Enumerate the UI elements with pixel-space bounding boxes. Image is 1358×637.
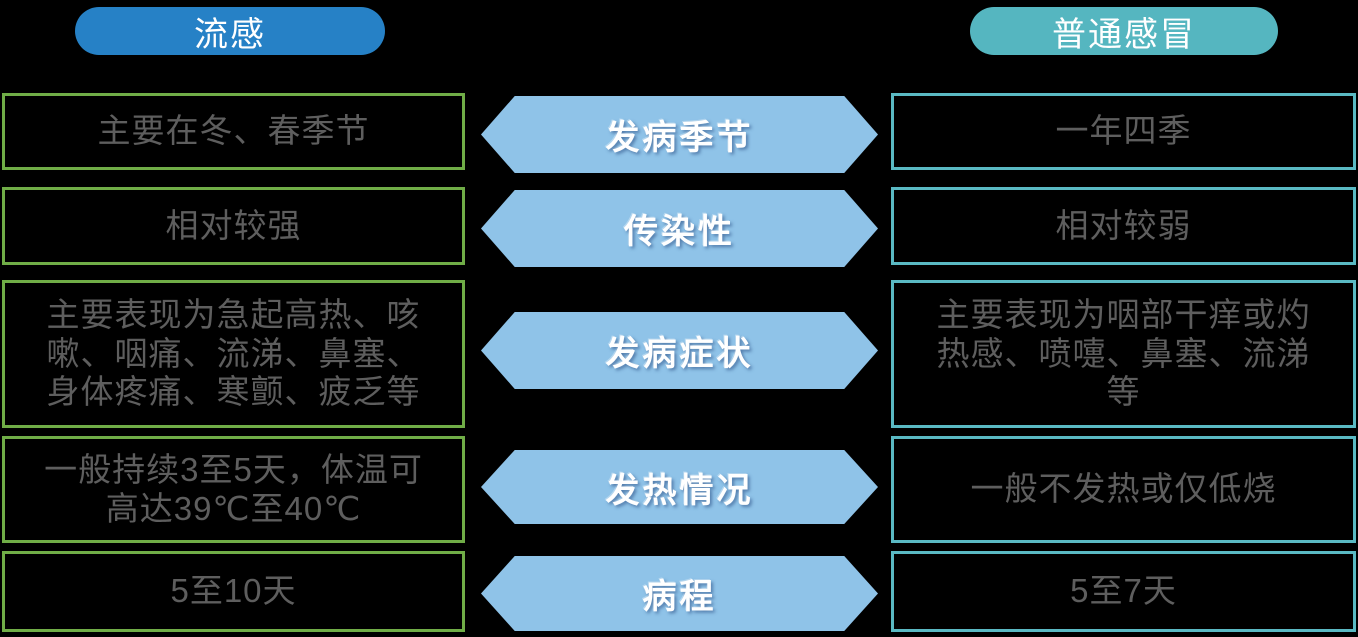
cold-season-box: 一年四季 [891, 93, 1356, 170]
flu-symptoms-box: 主要表现为急起高热、咳 嗽、咽痛、流涕、鼻塞、 身体疼痛、寒颤、疲乏等 [2, 280, 465, 428]
flu-contagiousness-box: 相对较强 [2, 187, 465, 265]
cold-contagiousness-box: 相对较弱 [891, 187, 1356, 265]
cold-fever-box: 一般不发热或仅低烧 [891, 436, 1356, 543]
flu-duration-box: 5至10天 [2, 551, 465, 632]
category-hexagon-fever: 发热情况 [481, 450, 878, 524]
category-hexagon-season: 发病季节 [481, 96, 878, 173]
cold-header-label: 普通感冒 [1052, 15, 1196, 54]
category-hexagon-duration: 病程 [481, 556, 878, 631]
cold-symptoms-box: 主要表现为咽部干痒或灼 热感、喷嚏、鼻塞、流涕 等 [891, 280, 1356, 428]
cold-header-pill: 普通感冒 [970, 7, 1278, 55]
cold-duration-box: 5至7天 [891, 551, 1356, 632]
flu-fever-box: 一般持续3至5天，体温可 高达39℃至40℃ [2, 436, 465, 543]
flu-header-pill: 流感 [75, 7, 385, 55]
category-hexagon-contagiousness: 传染性 [481, 190, 878, 267]
flu-header-label: 流感 [194, 15, 266, 54]
flu-season-box: 主要在冬、春季节 [2, 93, 465, 170]
category-hexagon-symptoms: 发病症状 [481, 312, 878, 389]
